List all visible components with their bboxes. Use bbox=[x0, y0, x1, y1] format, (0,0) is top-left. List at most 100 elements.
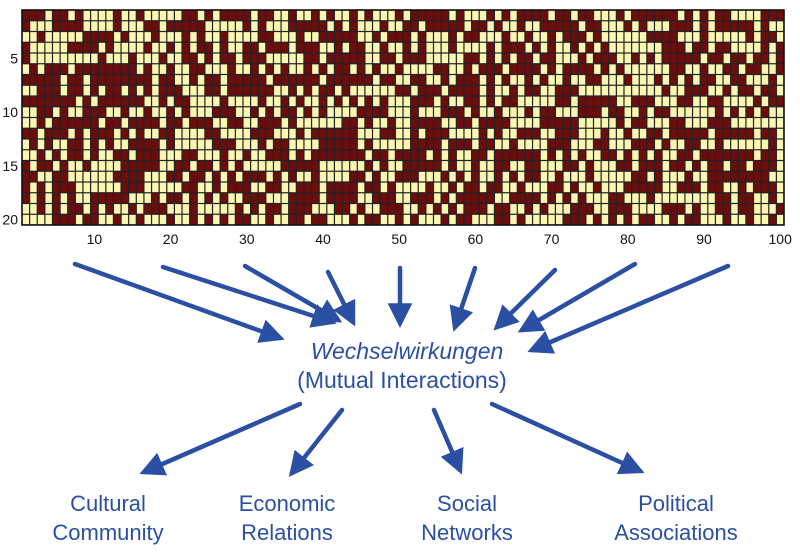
matrix-cell bbox=[129, 128, 136, 139]
matrix-cell bbox=[632, 150, 639, 160]
matrix-cell bbox=[624, 161, 631, 171]
matrix-cell bbox=[144, 161, 151, 171]
matrix-cell bbox=[335, 75, 342, 85]
matrix-cell bbox=[213, 53, 220, 64]
matrix-cell bbox=[251, 96, 258, 107]
matrix-cell bbox=[114, 10, 121, 21]
matrix-cell bbox=[411, 139, 418, 150]
matrix-cell bbox=[388, 42, 395, 53]
matrix-cell bbox=[312, 193, 319, 203]
matrix-cell bbox=[388, 161, 395, 171]
matrix-cell bbox=[266, 128, 273, 139]
matrix-cell bbox=[601, 161, 609, 171]
matrix-cell bbox=[304, 204, 311, 214]
matrix-cell bbox=[464, 214, 471, 225]
matrix-cell bbox=[60, 171, 68, 182]
matrix-cell bbox=[114, 204, 121, 214]
matrix-cell bbox=[167, 64, 174, 74]
matrix-cell bbox=[548, 32, 555, 42]
matrix-cell bbox=[228, 161, 235, 171]
matrix-cell bbox=[776, 21, 784, 31]
matrix-cell bbox=[274, 139, 281, 150]
matrix-cell bbox=[769, 96, 776, 107]
matrix-cell bbox=[517, 32, 525, 42]
matrix-cell bbox=[342, 139, 350, 150]
matrix-cell bbox=[632, 193, 639, 203]
matrix-cell bbox=[30, 161, 37, 171]
matrix-cell bbox=[601, 42, 609, 53]
matrix-cell bbox=[594, 171, 601, 182]
matrix-cell bbox=[609, 10, 616, 21]
matrix-cell bbox=[388, 193, 395, 203]
matrix-cell bbox=[159, 171, 167, 182]
matrix-cell bbox=[754, 128, 761, 139]
matrix-cell bbox=[594, 150, 601, 160]
matrix-cell bbox=[487, 64, 494, 74]
matrix-cell bbox=[114, 85, 121, 96]
matrix-cell bbox=[136, 85, 144, 96]
matrix-cell bbox=[594, 21, 601, 31]
matrix-cell bbox=[350, 75, 357, 85]
matrix-cell bbox=[213, 96, 220, 107]
matrix-cell bbox=[68, 171, 75, 182]
matrix-cell bbox=[373, 21, 380, 31]
matrix-cell bbox=[670, 75, 677, 85]
matrix-cell bbox=[716, 42, 723, 53]
matrix-cell bbox=[738, 204, 746, 214]
matrix-cell bbox=[708, 10, 715, 21]
matrix-cell bbox=[601, 107, 609, 117]
matrix-cell bbox=[502, 96, 510, 107]
matrix-cell bbox=[731, 21, 738, 31]
matrix-cell bbox=[327, 107, 334, 117]
matrix-cell bbox=[754, 21, 761, 31]
matrix-cell bbox=[22, 161, 30, 171]
matrix-cell bbox=[716, 10, 723, 21]
matrix-cell bbox=[380, 150, 388, 160]
matrix-cell bbox=[304, 171, 311, 182]
matrix-cell bbox=[761, 182, 769, 193]
matrix-cell bbox=[738, 171, 746, 182]
row-tick-label: 10 bbox=[2, 104, 18, 120]
matrix-cell bbox=[213, 75, 220, 85]
matrix-cell bbox=[53, 85, 60, 96]
matrix-cell bbox=[289, 150, 296, 160]
matrix-cell bbox=[228, 214, 235, 225]
matrix-cell bbox=[144, 107, 151, 117]
matrix-cell bbox=[365, 85, 372, 96]
matrix-cell bbox=[662, 182, 670, 193]
matrix-cell bbox=[761, 53, 769, 64]
matrix-cell bbox=[251, 128, 258, 139]
matrix-cell bbox=[75, 150, 83, 160]
matrix-cell bbox=[243, 182, 250, 193]
matrix-cell bbox=[296, 193, 304, 203]
matrix-cell bbox=[91, 10, 98, 21]
matrix-cell bbox=[769, 182, 776, 193]
matrix-cell bbox=[662, 85, 670, 96]
matrix-cell bbox=[776, 53, 784, 64]
matrix-cell bbox=[776, 182, 784, 193]
matrix-cell bbox=[746, 75, 753, 85]
matrix-cell bbox=[693, 214, 700, 225]
matrix-cell bbox=[639, 85, 647, 96]
matrix-cell bbox=[624, 182, 631, 193]
matrix-cell bbox=[647, 75, 654, 85]
matrix-cell bbox=[456, 75, 464, 85]
matrix-cell bbox=[662, 75, 670, 85]
matrix-cell bbox=[594, 64, 601, 74]
matrix-cell bbox=[327, 10, 334, 21]
matrix-cell bbox=[159, 118, 167, 128]
matrix-cell bbox=[167, 53, 174, 64]
matrix-cell bbox=[175, 42, 182, 53]
matrix-cell bbox=[586, 150, 593, 160]
matrix-cell bbox=[312, 32, 319, 42]
matrix-cell bbox=[624, 85, 631, 96]
matrix-cell bbox=[502, 64, 510, 74]
matrix-cell bbox=[357, 193, 365, 203]
matrix-cell bbox=[716, 85, 723, 96]
matrix-cell bbox=[434, 161, 441, 171]
matrix-cell bbox=[609, 64, 616, 74]
matrix-cell bbox=[677, 64, 685, 74]
outcome-political-line1: Political bbox=[638, 491, 714, 516]
matrix-cell bbox=[647, 139, 654, 150]
